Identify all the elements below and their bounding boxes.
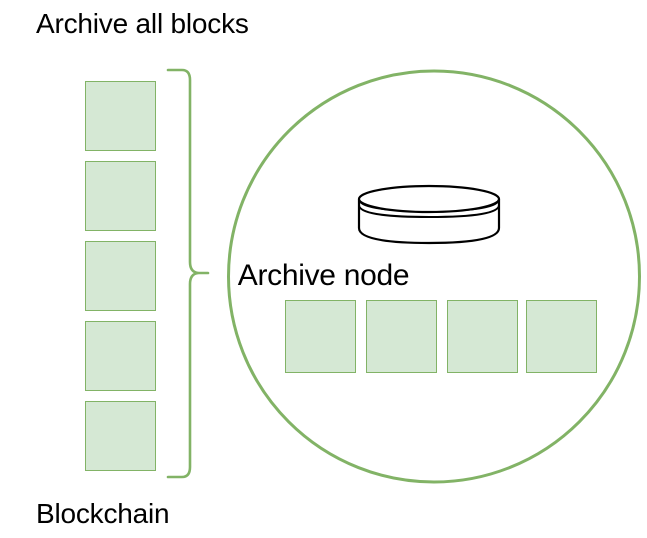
diagram-title: Archive all blocks	[36, 8, 249, 39]
archived-block	[366, 300, 437, 373]
blockchain-block	[85, 241, 156, 311]
archived-block	[526, 300, 597, 373]
blockchain-block	[85, 161, 156, 231]
blockchain-block	[85, 81, 156, 151]
database-cylinder-icon	[357, 184, 501, 245]
blockchain-label: Blockchain	[36, 498, 170, 529]
blockchain-block	[85, 401, 156, 471]
archive-node-label: Archive node	[237, 259, 410, 292]
archived-block	[285, 300, 356, 373]
archived-block	[447, 300, 518, 373]
blockchain-block	[85, 321, 156, 391]
